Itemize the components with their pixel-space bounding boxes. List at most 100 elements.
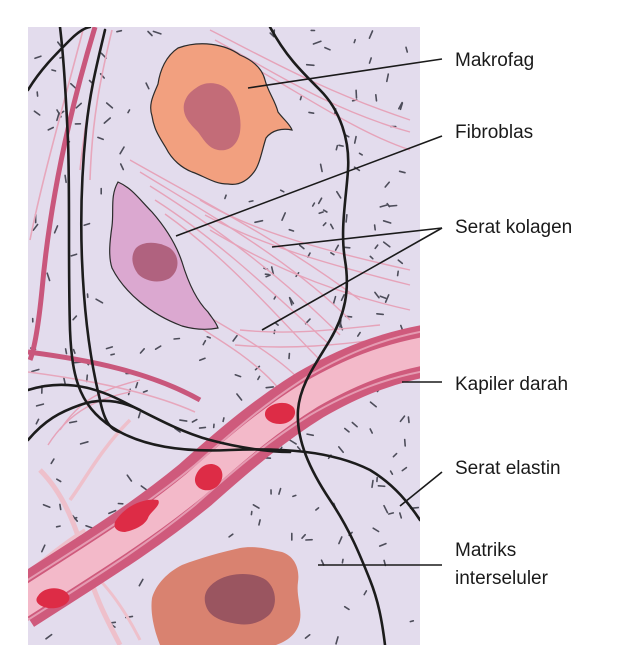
matrix-grain (398, 170, 406, 174)
leader-makrofag (247, 58, 443, 89)
label-kapiler-darah: Kapiler darah (455, 374, 568, 395)
matrix-grain (389, 470, 394, 476)
fibroblast-nucleus (132, 242, 178, 282)
matrix-grain (142, 389, 148, 393)
matrix-grain (335, 190, 342, 199)
matrix-grain (72, 348, 76, 355)
matrix-grain (318, 211, 324, 215)
matrix-grain (385, 73, 390, 83)
matrix-grain (299, 95, 303, 101)
matrix-grain (374, 244, 379, 250)
matrix-grain (383, 504, 389, 514)
matrix-grain (135, 381, 139, 389)
matrix-grain (70, 253, 78, 257)
matrix-grain (335, 144, 339, 151)
matrix-grain (85, 524, 93, 529)
matrix-grain (401, 466, 408, 472)
matrix-grain (398, 512, 403, 519)
matrix-grain (288, 296, 293, 306)
matrix-grain (396, 270, 400, 277)
matrix-grain (372, 527, 380, 533)
matrix-grain (377, 484, 386, 488)
matrix-grain (234, 373, 242, 378)
matrix-grain (173, 337, 181, 340)
matrix-grain (305, 63, 315, 67)
matrix-grain (265, 386, 275, 389)
matrix-grain (51, 69, 57, 72)
matrix-grain (116, 29, 123, 33)
labels: Makrofag Fibroblas Serat kolagen Kapiler… (455, 50, 572, 589)
matrix-grain (376, 312, 385, 316)
blood-capillary (28, 325, 420, 627)
matrix-grain (72, 315, 78, 321)
matrix-grain (270, 266, 275, 276)
matrix-grain (374, 291, 380, 299)
matrix-grain (392, 452, 398, 458)
matrix-grain (64, 174, 67, 184)
matrix-grain (278, 487, 282, 495)
matrix-grain (337, 446, 345, 454)
matrix-grain (206, 335, 211, 339)
matrix-grain (64, 348, 68, 355)
matrix-grain (140, 485, 147, 491)
matrix-grain (338, 144, 344, 147)
matrix-grain (50, 458, 55, 465)
matrix-grain (368, 57, 373, 64)
matrix-grain (397, 101, 403, 110)
matrix-grain (353, 38, 357, 44)
matrix-grain (202, 339, 207, 346)
matrix-grain (340, 293, 345, 302)
matrix-grain (152, 30, 162, 35)
matrix-grain (388, 204, 398, 207)
matrix-grain (59, 503, 62, 511)
matrix-grain (62, 376, 66, 385)
matrix-grain (379, 295, 387, 300)
matrix-grain (119, 163, 125, 171)
matrix-grain (30, 368, 40, 373)
matrix-grain (315, 507, 320, 511)
matrix-grain (301, 533, 307, 540)
matrix-grain (403, 438, 407, 447)
matrix-grain (274, 322, 279, 326)
matrix-grain (147, 30, 153, 37)
matrix-grain (232, 334, 238, 342)
macrophage-nucleus (183, 83, 241, 151)
red-blood-cell (194, 464, 223, 491)
matrix-grain (330, 252, 335, 256)
matrix-grain (179, 419, 188, 422)
collagen-fibers (47, 29, 411, 446)
matrix-grain (258, 519, 261, 526)
matrix-grain (407, 416, 410, 424)
matrix-grain (236, 393, 243, 401)
matrix-grain (53, 225, 59, 234)
matrix-grain (75, 102, 82, 109)
elastin-fibers (28, 27, 420, 645)
matrix-grain (358, 152, 364, 156)
label-serat-kolagen: Serat kolagen (455, 217, 572, 238)
matrix-grain (126, 474, 133, 482)
matrix-grain (405, 46, 409, 53)
matrix-grain (33, 110, 41, 116)
matrix-grain (319, 163, 323, 173)
matrix-grain (378, 542, 387, 547)
matrix-grain (356, 331, 361, 337)
red-blood-cell (36, 588, 70, 609)
label-serat-elastin: Serat elastin (455, 458, 561, 479)
matrix-grain (322, 222, 327, 227)
matrix-grain (105, 346, 114, 350)
matrix-grain (363, 590, 368, 596)
matrix-grain (387, 512, 395, 515)
matrix-grain (35, 403, 45, 407)
matrix-grain (32, 223, 39, 231)
matrix-grain (329, 223, 334, 230)
matrix-grain (399, 415, 406, 423)
matrix-grain (191, 418, 198, 423)
matrix-grain (42, 503, 51, 509)
matrix-grain (317, 197, 323, 205)
matrix-grain (292, 494, 297, 498)
matrix-grain (353, 135, 357, 144)
matrix-grain (273, 295, 277, 300)
matrix-grain (279, 189, 285, 193)
matrix-grain (139, 347, 145, 354)
